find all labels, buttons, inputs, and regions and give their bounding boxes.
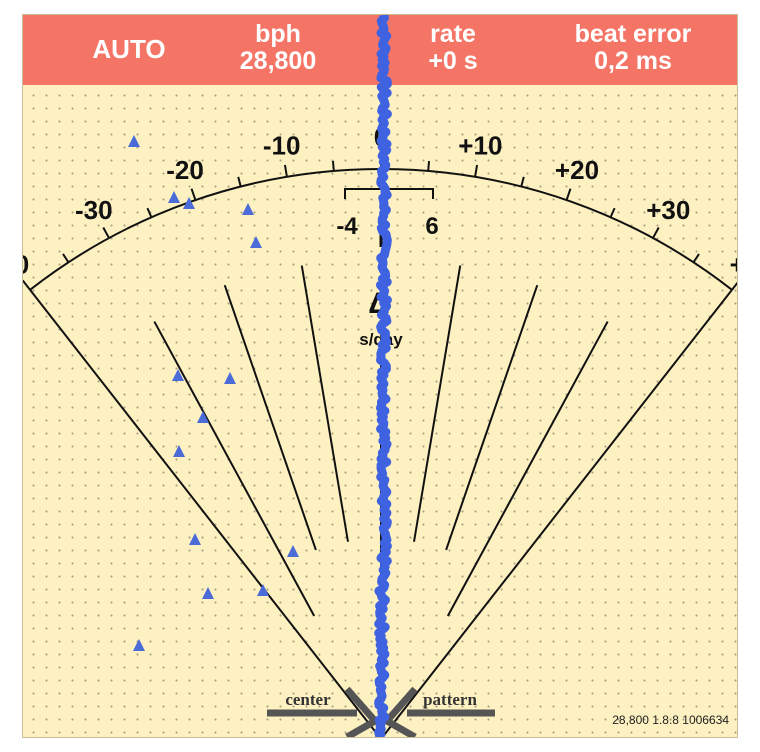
- beat-marker: [250, 236, 262, 248]
- scale-tick: [652, 227, 660, 239]
- scale-tick: [474, 164, 479, 177]
- beat-marker: [202, 587, 214, 599]
- scale-label: +40: [730, 250, 738, 280]
- beat-error-readout: beat error 0,2 ms: [543, 21, 723, 91]
- rate-label: rate: [430, 20, 476, 48]
- beat-marker: [172, 369, 184, 381]
- range-high-label: 6: [425, 213, 438, 240]
- rate-trace: [374, 15, 392, 737]
- beat-marker: [287, 545, 299, 557]
- bph-value: 28,800: [239, 47, 317, 75]
- scale-tick: [427, 160, 431, 172]
- rate-value: +0 s: [428, 47, 478, 75]
- scale-tick: [237, 176, 242, 187]
- mode-label: AUTO: [92, 34, 166, 64]
- beat-marker: [189, 533, 201, 545]
- beat-marker: [173, 445, 185, 457]
- scale-label: +20: [555, 155, 599, 185]
- beat-marker: [128, 135, 140, 147]
- bph-label: bph: [255, 20, 301, 48]
- scale-label: +30: [646, 195, 690, 225]
- scale-tick: [62, 253, 70, 263]
- scale-label: -40: [23, 250, 29, 280]
- fan-line: [153, 321, 316, 617]
- fan-line: [445, 284, 539, 551]
- beat-marker: [224, 372, 236, 384]
- scale-label: -20: [166, 155, 204, 185]
- bph-readout[interactable]: bph 28,800: [203, 21, 353, 91]
- rate-readout: rate +0 s: [393, 21, 513, 91]
- scale-tick: [692, 253, 700, 263]
- fan-line: [446, 321, 609, 617]
- beat-error-value: 0,2 ms: [594, 47, 672, 75]
- fan-lines: [29, 265, 733, 737]
- beat-markers: [128, 135, 299, 651]
- scale-tick: [731, 281, 737, 291]
- timegrapher-app: AUTO bph 28,800 rate +0 s beat error 0,2…: [22, 14, 738, 738]
- version-info: 28,800 1.8.8 1006634: [612, 713, 729, 727]
- scale-tick: [190, 188, 197, 201]
- scale-tick: [565, 188, 572, 201]
- scale-tick: [283, 164, 288, 177]
- scale-tick: [23, 279, 31, 291]
- pattern-label: pattern: [423, 690, 477, 709]
- beat-error-label: beat error: [574, 20, 692, 48]
- beat-marker: [183, 197, 195, 209]
- beat-marker: [197, 411, 209, 423]
- scale-labels: -40-30-20-100+10+20+30+40: [23, 122, 738, 280]
- beat-marker: [133, 639, 145, 651]
- fan-edge-line: [381, 289, 733, 737]
- scale-tick: [331, 160, 335, 172]
- scale-tick: [146, 207, 153, 218]
- beat-marker: [242, 203, 254, 215]
- fan-edge-line: [29, 289, 381, 737]
- fan-line: [300, 265, 349, 542]
- center-label: center: [285, 690, 331, 709]
- pattern-chevron-icon: [381, 686, 418, 737]
- scale-label: +10: [458, 130, 502, 160]
- fan-line: [413, 265, 462, 542]
- beat-marker: [257, 584, 269, 596]
- fan-line: [223, 284, 317, 551]
- scale-label: -30: [75, 195, 113, 225]
- scale-tick: [520, 176, 525, 187]
- scale-tick: [609, 207, 616, 218]
- range-low-label: -4: [336, 213, 358, 240]
- scale-label: -10: [263, 130, 301, 160]
- scale-tick: [102, 227, 110, 239]
- mode-button[interactable]: AUTO: [69, 36, 189, 63]
- rate-dial: -40-30-20-100+10+20+30+40 -4 6 Δ s/day c…: [23, 15, 738, 737]
- beat-marker: [168, 191, 180, 203]
